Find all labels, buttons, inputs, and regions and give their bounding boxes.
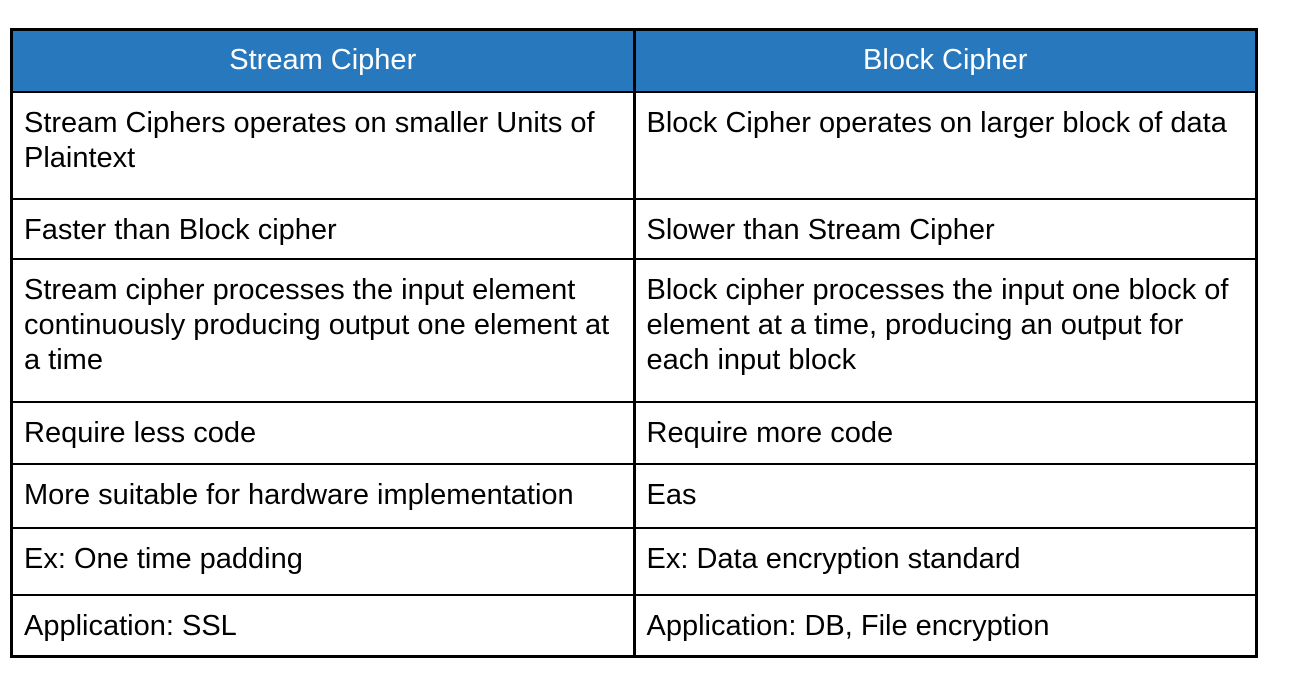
- table-cell: Stream cipher processes the input elemen…: [10, 257, 636, 403]
- header-row: Stream Cipher Block Cipher: [10, 28, 1258, 93]
- table-row: Require less code Require more code: [10, 400, 1258, 465]
- table-cell: Eas: [632, 462, 1258, 529]
- table-cell: Faster than Block cipher: [10, 197, 636, 260]
- table-cell: More suitable for hardware implementatio…: [10, 462, 636, 529]
- table-cell: Block Cipher operates on larger block of…: [632, 90, 1258, 200]
- table-cell: Require more code: [632, 400, 1258, 465]
- table-cell: Application: SSL: [10, 593, 636, 658]
- table-cell: Slower than Stream Cipher: [632, 197, 1258, 260]
- column-header-block-cipher: Block Cipher: [632, 28, 1258, 93]
- table-cell: Ex: Data encryption standard: [632, 526, 1258, 596]
- table-row: Faster than Block cipher Slower than Str…: [10, 197, 1258, 260]
- table-cell: Block cipher processes the input one blo…: [632, 257, 1258, 403]
- cipher-comparison-table: Stream Cipher Block Cipher Stream Cipher…: [10, 28, 1258, 658]
- table-row: Ex: One time padding Ex: Data encryption…: [10, 526, 1258, 596]
- table-row: More suitable for hardware implementatio…: [10, 462, 1258, 529]
- table-cell: Application: DB, File encryption: [632, 593, 1258, 658]
- table-row: Stream Ciphers operates on smaller Units…: [10, 90, 1258, 200]
- table-row: Stream cipher processes the input elemen…: [10, 257, 1258, 403]
- table-cell: Require less code: [10, 400, 636, 465]
- table-row: Application: SSL Application: DB, File e…: [10, 593, 1258, 658]
- table-cell: Stream Ciphers operates on smaller Units…: [10, 90, 636, 200]
- table-cell: Ex: One time padding: [10, 526, 636, 596]
- column-header-stream-cipher: Stream Cipher: [10, 28, 636, 93]
